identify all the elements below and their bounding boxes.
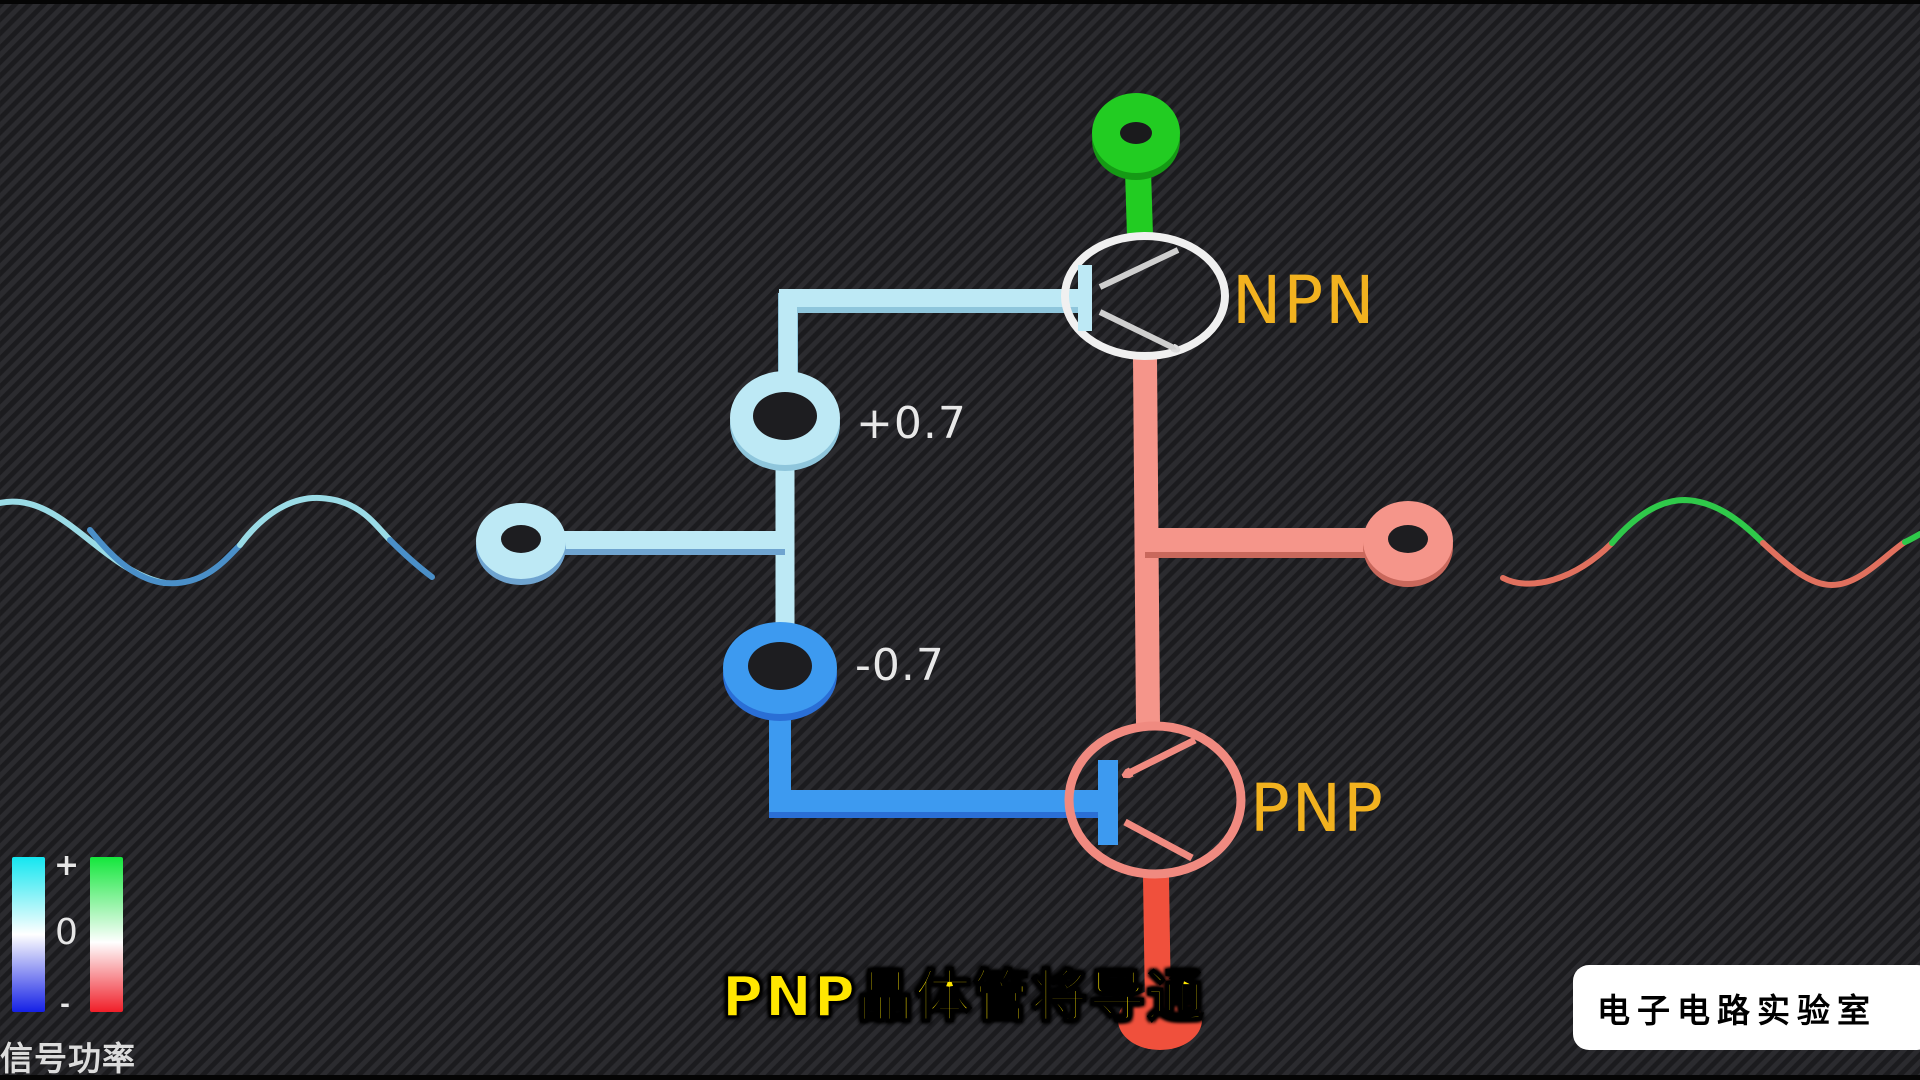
npn-label: NPN: [1232, 262, 1377, 339]
legend-output-gradient-bar: [90, 857, 123, 1012]
top-supply-terminal[interactable]: [1092, 93, 1180, 237]
output-waveform: [1500, 496, 1920, 589]
npn-emitter-arrow-icon: [1098, 309, 1178, 353]
pnp-base-bar: [1098, 760, 1118, 845]
subtitle-caption: PNP晶体管将导通: [721, 964, 1205, 1031]
legend-title: 信号功率: [0, 1039, 136, 1078]
legend-input-gradient-bar: [12, 857, 45, 1012]
npn-base-bar: [1078, 265, 1092, 331]
pnp-transistor[interactable]: [1064, 721, 1246, 879]
input-wiring: [521, 289, 1105, 818]
watermark-text: 电子电路实验室: [1597, 990, 1877, 1030]
pnp-emitter-arrow-icon: [1125, 736, 1197, 775]
input-waveform: [0, 494, 435, 587]
pnp-label: PNP: [1250, 770, 1385, 847]
bias-label-negative: -0.7: [855, 640, 945, 691]
legend-plus: +: [54, 848, 80, 883]
legend-zero: 0: [55, 912, 78, 953]
npn-transistor[interactable]: [1061, 232, 1229, 360]
input-terminal[interactable]: [476, 503, 566, 585]
output-terminal[interactable]: [1363, 501, 1453, 587]
bottom-supply-terminal[interactable]: [1118, 875, 1202, 1050]
channel-watermark: 电子电路实验室: [1573, 965, 1920, 1050]
bias-ring-negative: [723, 622, 837, 721]
bias-label-positive: +0.7: [856, 398, 967, 449]
bottom-letterbox: [0, 1075, 1920, 1080]
bias-ring-positive: [730, 371, 840, 471]
top-letterbox: [0, 0, 1920, 4]
legend-minus: -: [60, 990, 70, 1018]
